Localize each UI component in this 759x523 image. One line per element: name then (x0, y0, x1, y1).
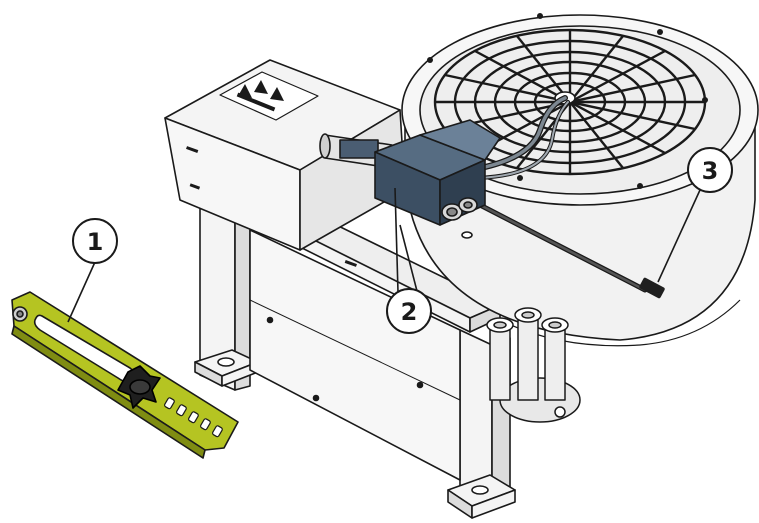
fan-housing (401, 13, 759, 347)
sensor-cable (477, 202, 665, 299)
callout-2: 2 (386, 187, 432, 334)
callout-1-circle (72, 218, 118, 264)
lever-holes (164, 397, 223, 438)
callout-2-circle (386, 288, 432, 334)
adjustment-lever (11, 291, 239, 459)
star-knob (117, 365, 161, 409)
callout-1-label: 1 (87, 228, 104, 256)
wiring (467, 95, 570, 180)
callout-2-label: 2 (401, 298, 418, 326)
actuator-unit (319, 119, 501, 239)
callout-1: 1 (67, 218, 118, 323)
callout-3-label: 3 (702, 157, 719, 185)
callout-3: 3 (657, 147, 733, 283)
callout-3-circle (687, 147, 733, 193)
pipe-fittings (486, 307, 581, 423)
warning-label-icons (236, 80, 284, 112)
